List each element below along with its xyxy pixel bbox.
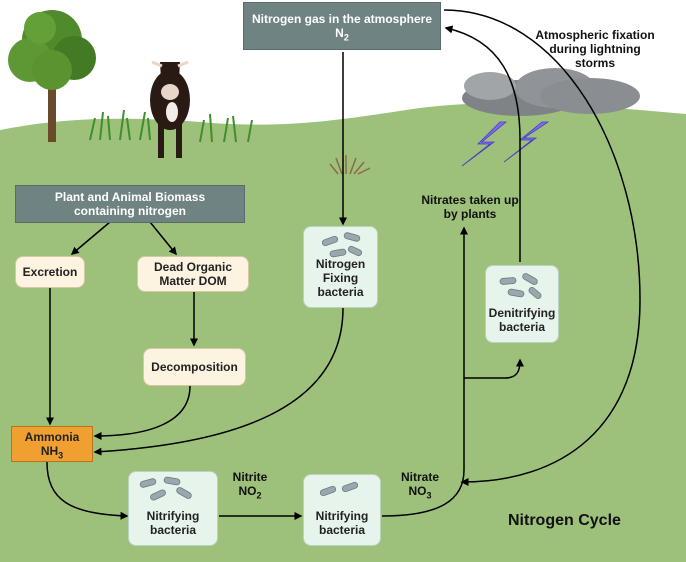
nitrogen-fixing-line2: Fixing — [322, 271, 359, 285]
bacteria-cluster-icon — [499, 273, 542, 299]
atmosphere-box: Nitrogen gas in the atmosphere N2 — [243, 2, 441, 50]
denitrifying-line2: bacteria — [498, 320, 546, 334]
atmosphere-label: Nitrogen gas in the atmosphere — [251, 12, 433, 26]
nitrate-formula: NO3 — [392, 484, 448, 501]
nitrifying-1-line1: Nitrifying — [146, 509, 200, 523]
excretion-box: Excretion — [15, 256, 85, 288]
arrow-denitrifying-to-atmosphere — [444, 25, 521, 262]
arrow-lightning-fixation-to-nitrate — [443, 9, 641, 486]
atmosphere-formula-subscript: 2 — [343, 32, 349, 43]
arrow-biomass-to-dead-organic — [149, 221, 177, 256]
arrow-branch-to-denitrifying — [464, 358, 524, 379]
nitrates-taken-up-label: Nitrates taken up by plants — [400, 193, 540, 221]
arrow-ammonia-to-nitrifying1 — [46, 461, 129, 520]
dead-organic-matter-box: Dead Organic Matter DOM — [137, 256, 249, 292]
nitrite-name: Nitrite — [232, 470, 268, 484]
grass-tufts — [89, 109, 253, 143]
nitrite-label: Nitrite NO2 — [222, 470, 278, 501]
dead-organic-line2: Matter DOM — [159, 274, 227, 288]
nitrite-formula: NO2 — [222, 484, 278, 501]
nitrogen-fixing-line1: Nitrogen — [315, 257, 366, 271]
dry-grass-illustration — [329, 155, 371, 175]
nitrifying-2-line1: Nitrifying — [315, 509, 369, 523]
cloud-illustration — [462, 68, 640, 116]
bacteria-cluster-icon — [319, 481, 359, 497]
nitrite-formula-subscript: 2 — [256, 490, 262, 501]
diagram-title: Nitrogen Cycle — [508, 512, 621, 529]
ammonia-label: Ammonia — [24, 430, 80, 444]
bacteria-cluster-icon — [321, 232, 363, 258]
nitrite-formula-symbol: NO — [238, 484, 257, 498]
ammonia-formula: NH3 — [40, 444, 64, 461]
tree-illustration — [8, 10, 96, 142]
dead-organic-line1: Dead Organic — [153, 260, 233, 274]
biomass-line2: containing nitrogen — [74, 204, 186, 218]
lightning-label-line1: Atmospheric fixation — [535, 28, 655, 42]
lightning-label-line3: storms — [574, 56, 615, 70]
cycle-arrows — [46, 9, 641, 520]
ammonia-formula-subscript: 3 — [58, 450, 64, 461]
lightning-fixation-label: Atmospheric fixation during lightning st… — [530, 28, 660, 70]
atmosphere-formula: N2 — [335, 26, 349, 43]
nitrifying-1-line2: bacteria — [149, 523, 197, 537]
nitrate-formula-symbol: NO — [408, 484, 427, 498]
nitrifying-2-line2: bacteria — [318, 523, 366, 537]
nitrifying-bacteria-2-box: Nitrifying bacteria — [303, 474, 381, 546]
biomass-line1: Plant and Animal Biomass — [54, 190, 206, 204]
cow-illustration — [150, 60, 190, 158]
nitrates-taken-line1: Nitrates taken up — [421, 193, 519, 207]
biomass-box: Plant and Animal Biomass containing nitr… — [15, 185, 245, 223]
denitrifying-line1: Denitrifying — [488, 306, 556, 320]
arrow-decomposition-to-ammonia — [93, 385, 191, 440]
nitrates-taken-line2: by plants — [443, 207, 497, 221]
arrow-nitrifying2-to-plants — [381, 226, 468, 517]
nitrate-name: Nitrate — [400, 470, 439, 484]
nitrogen-fixing-bacteria-box: Nitrogen Fixing bacteria — [303, 226, 378, 308]
atmosphere-formula-symbol: N — [335, 26, 344, 40]
decomposition-box: Decomposition — [143, 348, 246, 386]
nitrate-formula-subscript: 3 — [426, 490, 432, 501]
arrow-fixing-to-ammonia — [93, 307, 344, 456]
lightning-label-line2: during lightning — [549, 42, 641, 56]
arrow-biomass-to-excretion — [70, 221, 111, 255]
denitrifying-bacteria-box: Denitrifying bacteria — [485, 265, 559, 343]
ammonia-formula-symbol: NH — [40, 444, 59, 458]
bacteria-cluster-icon — [139, 476, 192, 501]
nitrogen-fixing-line3: bacteria — [317, 285, 364, 299]
ammonia-box: Ammonia NH3 — [11, 426, 93, 462]
decomposition-label: Decomposition — [151, 360, 238, 374]
nitrate-label: Nitrate NO3 — [392, 470, 448, 501]
excretion-label: Excretion — [22, 265, 78, 279]
